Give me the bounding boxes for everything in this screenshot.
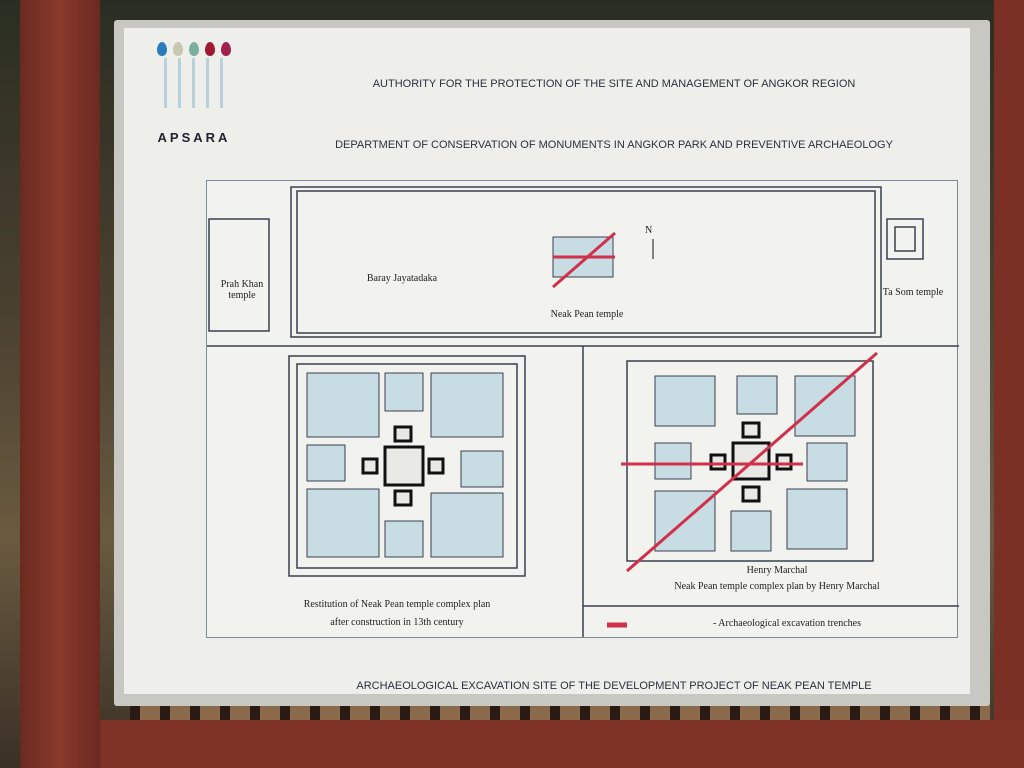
neak-pean-label: Neak Pean temple [550,309,624,320]
footer-title: ARCHAEOLOGICAL EXCAVATION SITE OF THE DE… [356,680,872,692]
north-label: N [645,225,653,236]
sign-post-right [994,0,1024,768]
restitution-caption-2: after construction in 13th century [330,617,464,628]
drop-icon [205,42,215,56]
sign-bottom-rail [100,720,1024,768]
drop-icon [189,42,199,56]
authority-title: AUTHORITY FOR THE PROTECTION OF THE SITE… [372,78,856,90]
marchal-caption-2: Neak Pean temple complex plan by Henry M… [674,581,880,592]
sign-panel: APSARA AUTHORITY FOR THE PROTECTION OF T… [124,28,970,694]
marchal-caption: Henry Marchal [746,565,808,576]
ta-som-label: Ta Som temple [882,287,944,298]
site-map: N Prah Khan temple Baray Jayatadaka Neak… [206,180,959,638]
logo-text: APSARA [157,130,231,145]
sign-post-left [20,0,100,768]
apsara-logo: APSARA [144,42,244,145]
map-drawing [207,186,959,637]
prah-khan-label: Prah Khan temple [220,279,264,301]
department-title: DEPARTMENT OF CONSERVATION OF MONUMENTS … [335,139,893,151]
drop-icon [173,42,183,56]
drop-icon [221,42,231,56]
water-streams-icon [159,58,229,108]
baray-label: Baray Jayatadaka [366,273,438,284]
information-sign: APSARA AUTHORITY FOR THE PROTECTION OF T… [114,20,990,706]
drop-icon [157,42,167,56]
restitution-caption: Restitution of Neak Pean temple complex … [303,599,491,610]
legend-trenches: - Archaeological excavation trenches [713,618,861,629]
